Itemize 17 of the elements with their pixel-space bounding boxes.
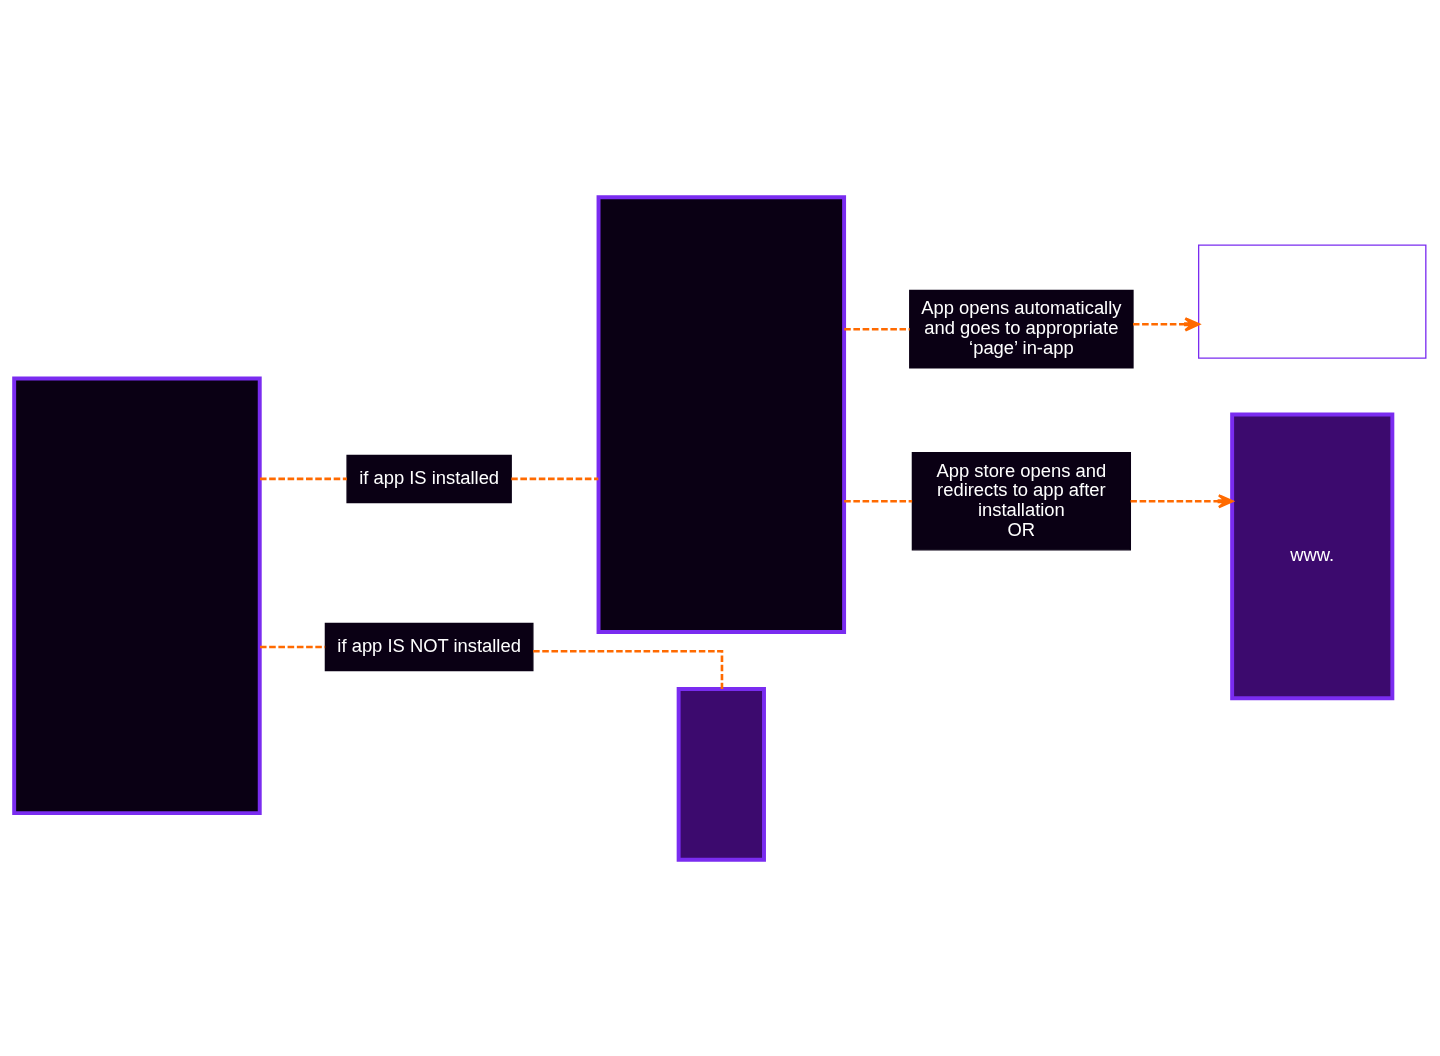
arrow bbox=[1133, 316, 1200, 332]
connector bbox=[844, 499, 913, 503]
node-box: App opens automatically and goes to appropriate ‘page’ in-app bbox=[909, 289, 1134, 369]
node-box: if app IS NOT installed bbox=[324, 622, 534, 671]
node-box: App store opens and redirects to app after installation OR bbox=[911, 451, 1132, 550]
connector bbox=[533, 649, 724, 689]
connector bbox=[844, 327, 910, 331]
node-box bbox=[596, 194, 847, 634]
node-box bbox=[12, 376, 262, 815]
connector bbox=[260, 477, 347, 480]
connector bbox=[260, 645, 326, 648]
node-box: if app IS installed bbox=[346, 454, 512, 503]
node-box: www. bbox=[1230, 412, 1395, 700]
arrow bbox=[1130, 493, 1234, 508]
connector bbox=[511, 477, 599, 480]
node-box bbox=[1198, 244, 1427, 359]
node-box bbox=[676, 686, 766, 862]
